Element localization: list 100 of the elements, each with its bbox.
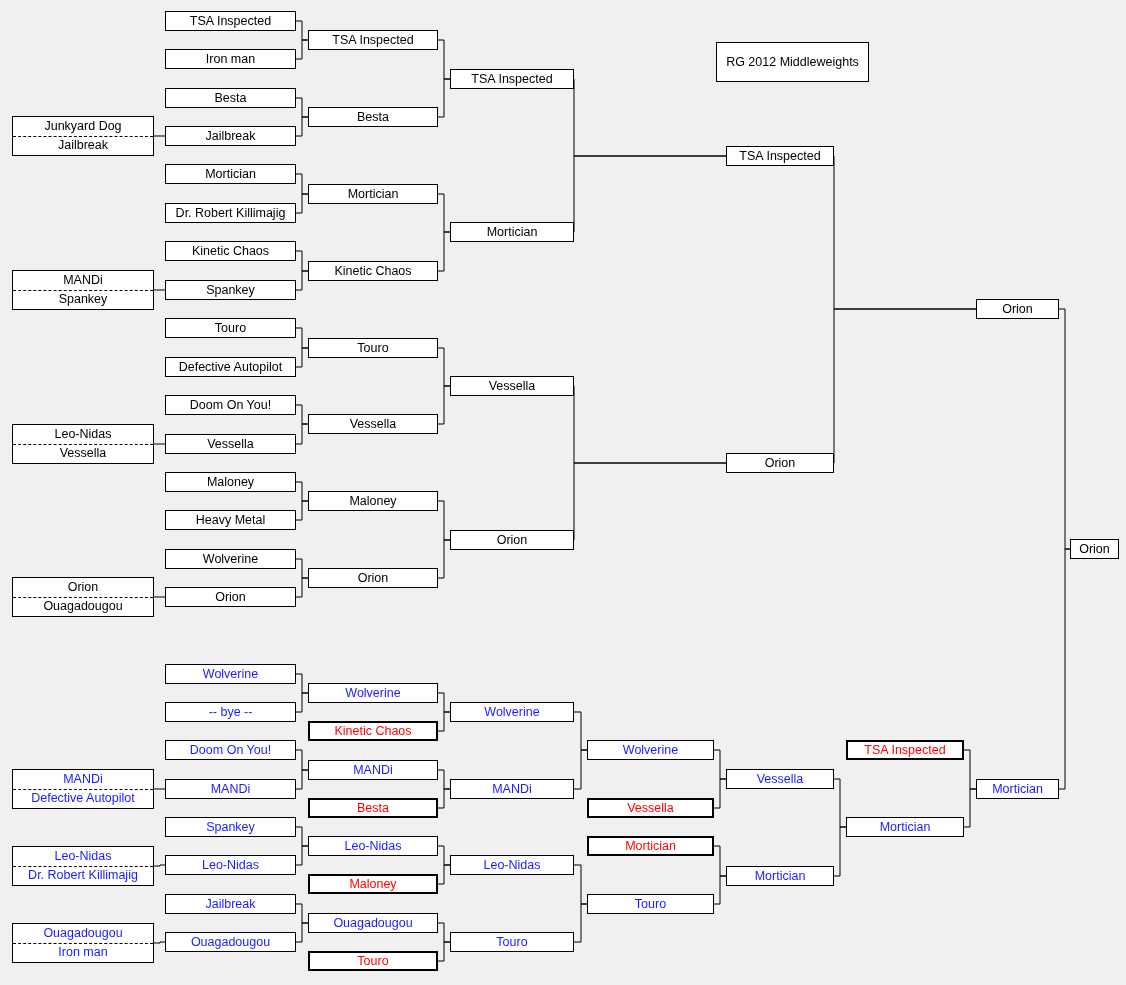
team-name: Touro bbox=[496, 934, 528, 950]
bracket-line bbox=[295, 116, 309, 137]
paired-entry-box bbox=[12, 846, 154, 886]
paired-entry-box bbox=[12, 923, 154, 963]
team-name: Mortician bbox=[992, 781, 1043, 797]
team-name: Dr. Robert Killimajig bbox=[175, 205, 286, 221]
team-name: Kinetic Chaos bbox=[191, 243, 270, 259]
bracket-line bbox=[437, 385, 451, 425]
team-name: MANDi bbox=[353, 762, 393, 778]
bracket-slot bbox=[1070, 539, 1119, 559]
team-name: Maloney bbox=[206, 474, 255, 490]
team-name: Vessella bbox=[59, 446, 107, 462]
bracket-slot bbox=[450, 69, 574, 89]
team-name: Maloney bbox=[349, 493, 397, 509]
team-name: Leo-Nidas bbox=[344, 838, 402, 854]
team-name: MANDi bbox=[210, 781, 251, 797]
bracket-line bbox=[153, 289, 166, 291]
bracket-slot bbox=[165, 779, 296, 799]
team-name: Touro bbox=[214, 320, 247, 336]
bracket-line bbox=[713, 778, 727, 809]
bracket-slot bbox=[165, 318, 296, 338]
team-name: Mortician bbox=[486, 224, 538, 240]
bracket-slot bbox=[165, 49, 296, 69]
bracket-line bbox=[153, 788, 166, 790]
team-name: TSA Inspected bbox=[739, 148, 821, 164]
bracket-line bbox=[713, 875, 727, 905]
bracket-slot bbox=[308, 261, 438, 281]
team-name: Vessella bbox=[627, 800, 674, 816]
bracket-line bbox=[437, 864, 451, 885]
bracket-slot bbox=[726, 453, 834, 473]
bracket-line bbox=[295, 500, 309, 521]
bracket-line bbox=[295, 347, 309, 368]
team-name: TSA Inspected bbox=[332, 32, 414, 48]
bracket-slot bbox=[308, 798, 438, 818]
team-name: Wolverine bbox=[202, 666, 259, 682]
bracket-line bbox=[295, 39, 309, 60]
team-name: Touro bbox=[357, 340, 389, 356]
bracket-slot bbox=[165, 280, 296, 300]
bracket-slot bbox=[165, 126, 296, 146]
paired-entry-box bbox=[12, 424, 154, 464]
bracket-line bbox=[437, 539, 451, 579]
team-name: Defective Autopilot bbox=[178, 359, 283, 375]
team-name: Defective Autopilot bbox=[31, 791, 135, 807]
bracket-slot bbox=[450, 779, 574, 799]
team-name: Spankey bbox=[206, 819, 255, 835]
bracket-line bbox=[295, 769, 309, 790]
bracket-slot bbox=[450, 222, 574, 242]
bracket-slot bbox=[308, 491, 438, 511]
bracket-slot bbox=[308, 683, 438, 703]
team-name: Orion bbox=[215, 589, 246, 605]
bracket-slot bbox=[165, 510, 296, 530]
team-name: Orion bbox=[67, 579, 99, 595]
bracket-line bbox=[295, 577, 309, 598]
team-name: MANDi bbox=[63, 272, 103, 288]
team-name: Iron man bbox=[205, 51, 256, 67]
bracket-slot bbox=[165, 740, 296, 760]
team-name: Wolverine bbox=[345, 685, 401, 701]
bracket-slot bbox=[308, 913, 438, 933]
bracket-line bbox=[1058, 548, 1071, 790]
team-name: Wolverine bbox=[622, 742, 679, 758]
bracket-slot bbox=[587, 798, 714, 818]
bracket-slot bbox=[450, 932, 574, 952]
bracket-line bbox=[153, 864, 166, 867]
team-name: Doom On You! bbox=[189, 742, 272, 758]
bracket-slot bbox=[726, 866, 834, 886]
team-name: Leo-Nidas bbox=[202, 857, 259, 873]
bracket-slot bbox=[308, 721, 438, 741]
team-name: MANDi bbox=[63, 771, 103, 787]
team-name: Mortician bbox=[347, 186, 399, 202]
bracket-slot bbox=[165, 88, 296, 108]
bracket-slot bbox=[165, 434, 296, 454]
bracket-slot bbox=[165, 932, 296, 952]
team-name: TSA Inspected bbox=[471, 71, 553, 87]
team-name: TSA Inspected bbox=[864, 742, 946, 758]
team-name: Doom On You! bbox=[189, 397, 272, 413]
bracket-line bbox=[295, 423, 309, 445]
bracket-line bbox=[437, 941, 451, 962]
paired-entry-box bbox=[12, 769, 154, 809]
bracket-slot bbox=[587, 740, 714, 760]
team-name: Orion bbox=[1002, 301, 1033, 317]
team-name: -- bye -- bbox=[208, 704, 253, 720]
bracket-line bbox=[437, 711, 451, 732]
bracket-line bbox=[295, 270, 309, 291]
team-name: Wolverine bbox=[484, 704, 540, 720]
bracket-slot bbox=[587, 894, 714, 914]
bracket-slot bbox=[165, 549, 296, 569]
team-name: Besta bbox=[357, 800, 389, 816]
bracket-line bbox=[153, 941, 166, 944]
bracket-slot bbox=[976, 299, 1059, 319]
bracket-slot bbox=[308, 836, 438, 856]
team-name: Wolverine bbox=[202, 551, 259, 567]
bracket-slot bbox=[165, 472, 296, 492]
bracket-line bbox=[153, 135, 166, 137]
team-name: Vessella bbox=[349, 416, 397, 432]
team-name: Orion bbox=[496, 532, 528, 548]
paired-entry-box bbox=[12, 270, 154, 310]
bracket-line bbox=[963, 788, 977, 828]
bracket-slot bbox=[976, 779, 1059, 799]
team-name: Vessella bbox=[488, 378, 536, 394]
bracket-slot bbox=[165, 894, 296, 914]
